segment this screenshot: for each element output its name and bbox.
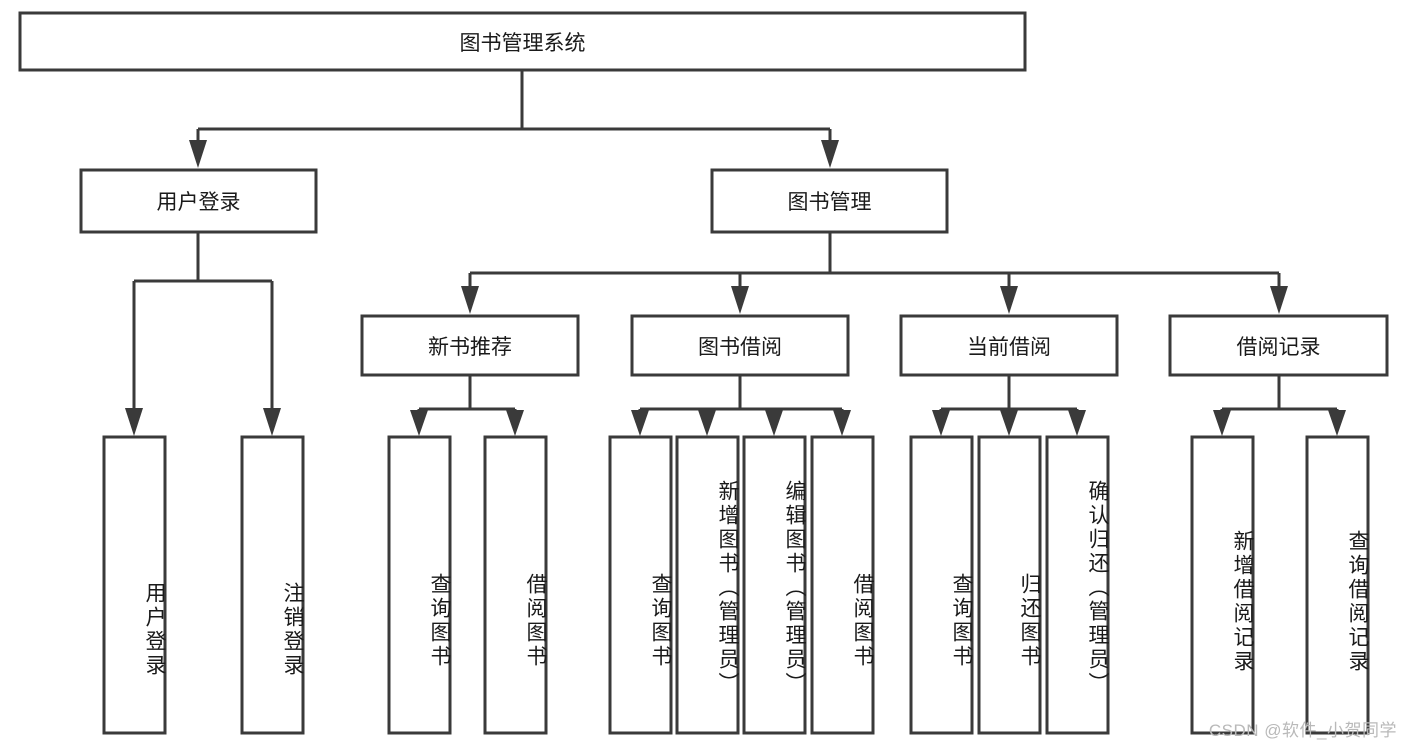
node-box-leaf-bb-borrow[interactable]	[810, 435, 875, 735]
node-box-borrow-record[interactable]	[1168, 314, 1389, 377]
arrow-head-user-login	[189, 140, 207, 168]
node-box-leaf-br-add[interactable]	[1190, 435, 1255, 735]
node-box-new-book-recommend[interactable]	[360, 314, 580, 377]
arrow-head-bb-4	[833, 410, 851, 436]
node-box-leaf-bb-add[interactable]	[675, 435, 740, 735]
arrow-head-bb-1	[631, 410, 649, 436]
arrow-head-new-book	[461, 286, 479, 314]
node-box-leaf-bb-query[interactable]	[608, 435, 673, 735]
arrow-head-cb-2	[1000, 410, 1018, 436]
node-box-user-login[interactable]	[79, 168, 318, 234]
node-box-root[interactable]	[18, 11, 1027, 72]
node-box-leaf-br-query[interactable]	[1305, 435, 1370, 735]
node-box-leaf-user-login[interactable]	[102, 435, 167, 735]
arrow-head-borrow-record	[1270, 286, 1288, 314]
connector-group-book-borrow-children	[631, 376, 851, 436]
node-box-leaf-cb-return[interactable]	[977, 435, 1042, 735]
connector-group-book-manage-children	[461, 233, 1288, 314]
node-box-book-borrow[interactable]	[630, 314, 850, 377]
connector-group-user-login-children	[125, 233, 281, 436]
node-box-leaf-cb-confirm[interactable]	[1045, 435, 1110, 735]
arrow-head-bb-2	[698, 410, 716, 436]
node-box-leaf-nb-borrow[interactable]	[483, 435, 548, 735]
watermark-text: CSDN @软件_小贺同学	[1208, 721, 1397, 740]
arrow-head-nb-2	[506, 410, 524, 436]
connector-group-borrow-record-children	[1213, 376, 1346, 436]
node-box-leaf-cb-query[interactable]	[909, 435, 974, 735]
arrow-head-leaf-logout	[263, 408, 281, 436]
arrow-head-cb-3	[1068, 410, 1086, 436]
node-box-current-borrow[interactable]	[899, 314, 1119, 377]
arrow-head-book-borrow	[731, 286, 749, 314]
arrow-head-br-2	[1328, 410, 1346, 436]
node-box-leaf-nb-query[interactable]	[387, 435, 452, 735]
node-box-book-manage[interactable]	[710, 168, 949, 234]
connector-group-root-to-level2	[189, 71, 839, 168]
connector-group-current-borrow-children	[932, 376, 1086, 436]
connector-group-new-book-children	[410, 376, 524, 436]
arrow-head-br-1	[1213, 410, 1231, 436]
arrow-head-leaf-user-login	[125, 408, 143, 436]
arrow-head-bb-3	[765, 410, 783, 436]
arrow-head-cb-1	[932, 410, 950, 436]
arrow-head-nb-1	[410, 410, 428, 436]
node-box-leaf-logout[interactable]	[240, 435, 305, 735]
arrow-head-book-manage	[821, 140, 839, 168]
node-box-leaf-bb-edit[interactable]	[742, 435, 807, 735]
arrow-head-current-borrow	[1000, 286, 1018, 314]
